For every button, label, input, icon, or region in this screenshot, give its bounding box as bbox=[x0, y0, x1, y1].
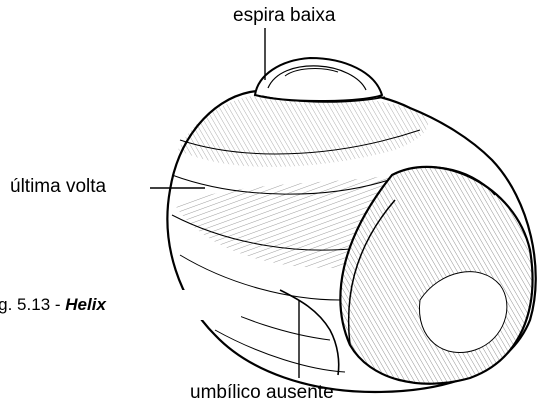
label-umbilicus: umbílico ausente bbox=[190, 383, 334, 402]
figure-caption: Fig. 5.13 - Helix bbox=[0, 290, 241, 320]
label-last-whorl: última volta bbox=[10, 177, 106, 196]
caption-genus: Helix bbox=[65, 295, 106, 314]
label-spire: espira baixa bbox=[233, 6, 335, 25]
caption-prefix: Fig. 5.13 - bbox=[0, 295, 61, 314]
